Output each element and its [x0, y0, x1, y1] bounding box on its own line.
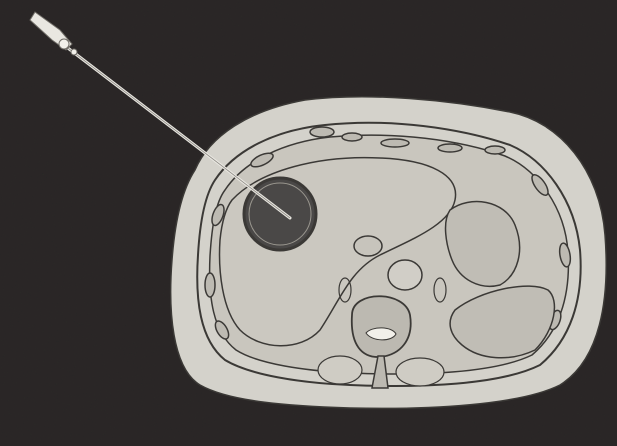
vertebral-body	[352, 296, 411, 357]
vessel	[354, 236, 382, 256]
aorta	[388, 260, 422, 290]
lesion	[244, 178, 316, 250]
